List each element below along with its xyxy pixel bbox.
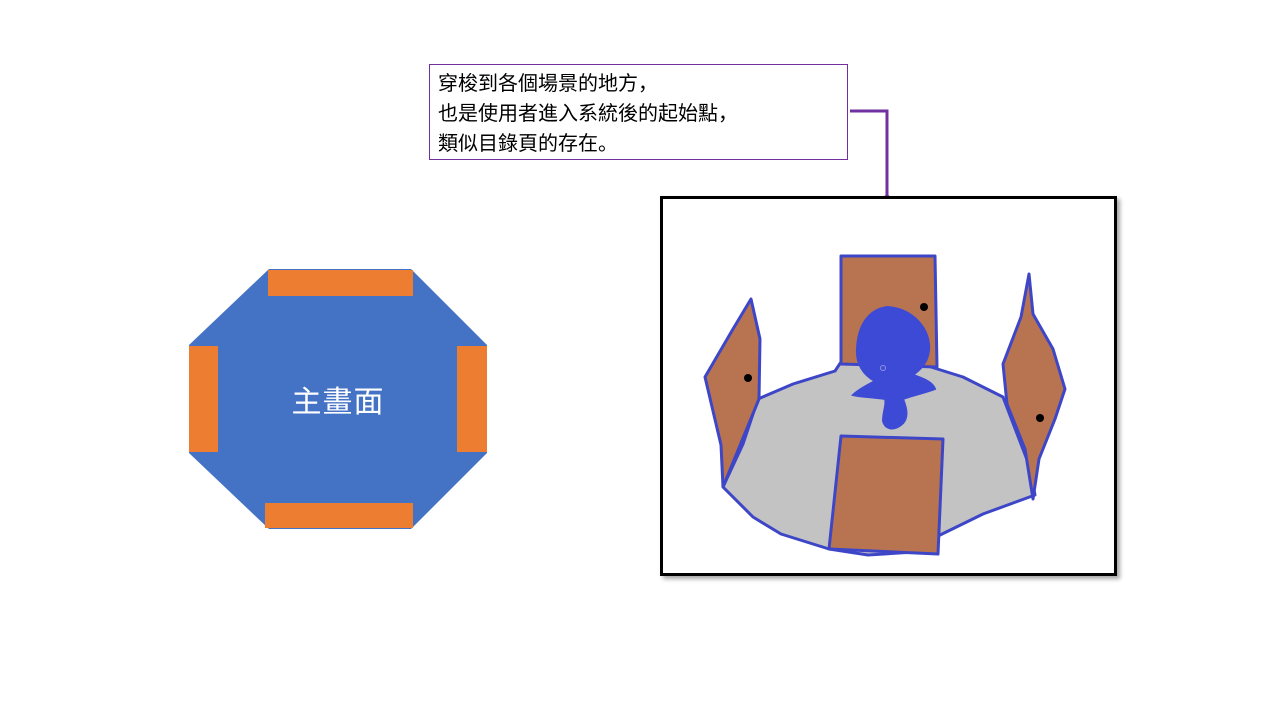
marker-dot-right — [1036, 414, 1044, 422]
main-screen-label: 主畫面 — [291, 385, 385, 420]
main-screen-octagon: 主畫面 — [189, 269, 487, 529]
marker-dot-back — [920, 303, 928, 311]
figure-mark — [880, 365, 886, 371]
callout-line-3: 類似目錄頁的存在。 — [438, 131, 618, 155]
octagon-shape — [189, 269, 487, 529]
description-callout: 穿梭到各個場景的地方， 也是使用者進入系統後的起始點， 類似目錄頁的存在。 — [429, 64, 848, 160]
sketch-figure — [851, 305, 937, 430]
scene-sketch — [703, 254, 1067, 557]
scene-sketch-frame — [660, 196, 1117, 576]
marker-dot-left — [744, 374, 752, 382]
callout-line-1: 穿梭到各個場景的地方， — [438, 71, 658, 95]
sketch-panel-front — [827, 434, 945, 556]
door-left — [189, 346, 218, 452]
door-top — [268, 270, 413, 296]
callout-line-2: 也是使用者進入系統後的起始點， — [438, 101, 738, 125]
door-bottom — [265, 503, 413, 528]
octagon-body — [189, 269, 487, 529]
sketch-panel-right — [1001, 272, 1067, 501]
door-right — [457, 346, 487, 452]
sketch-panel-left — [703, 297, 762, 489]
connector-line — [850, 109, 889, 199]
